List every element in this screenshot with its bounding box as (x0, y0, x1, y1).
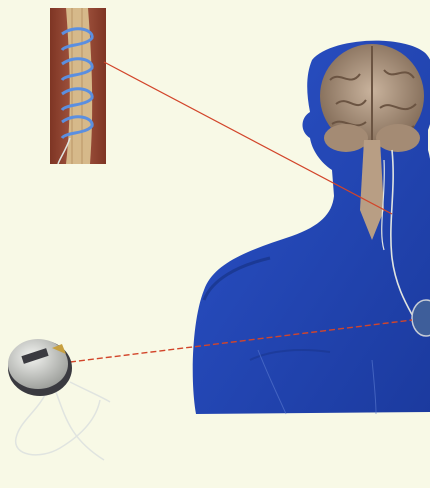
nerve-electrode-inset (50, 8, 106, 164)
external-pulse-generator-device (8, 339, 110, 460)
